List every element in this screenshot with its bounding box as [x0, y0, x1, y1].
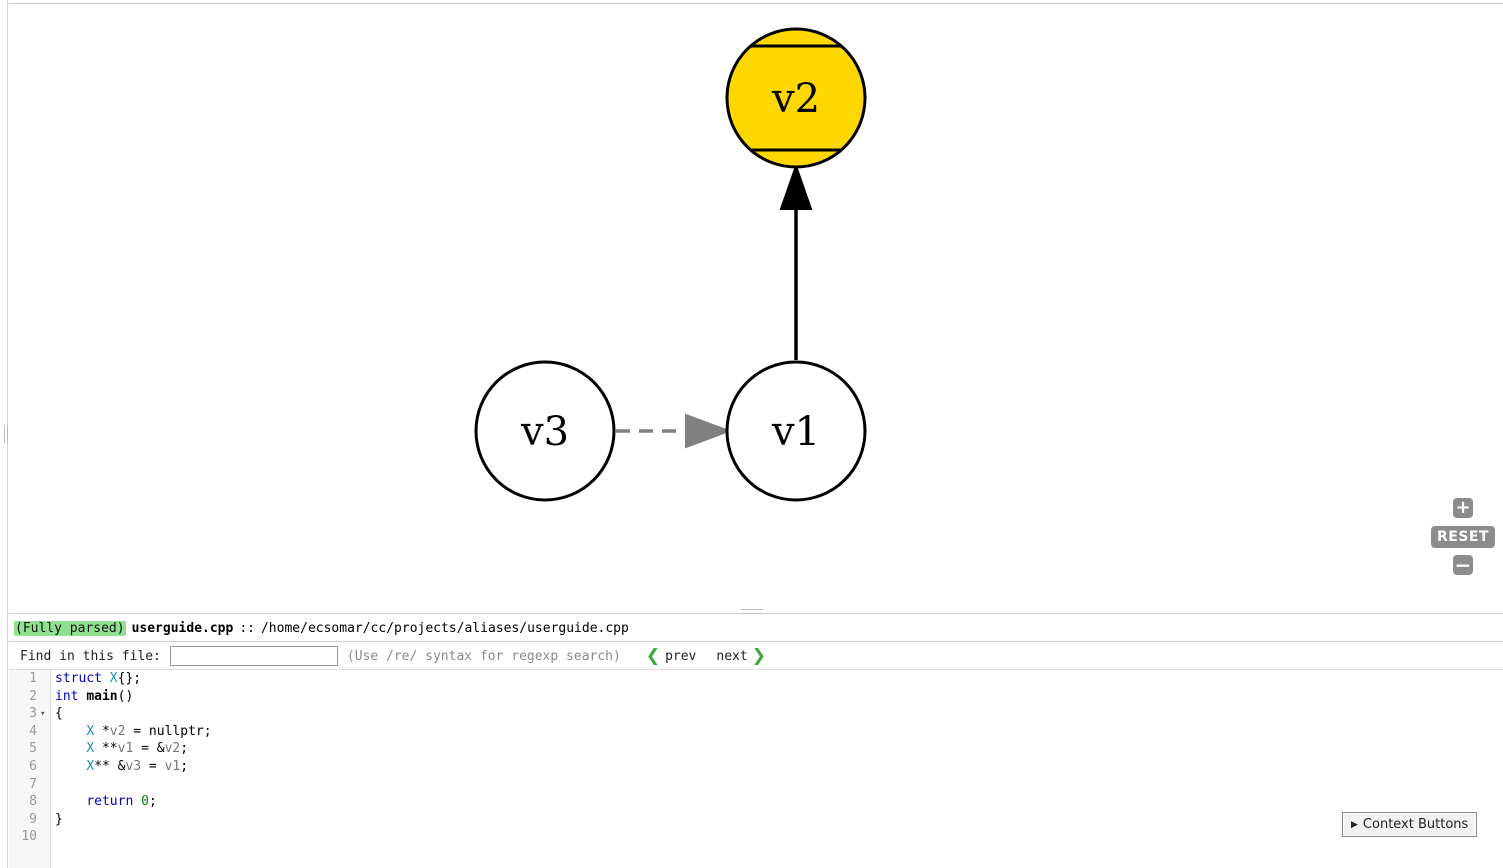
graph-canvas[interactable]: v2 v1 v3	[9, 4, 1503, 614]
code-token: v3	[125, 759, 142, 774]
context-buttons-label: Context Buttons	[1362, 817, 1469, 832]
code-token: v1	[117, 741, 134, 757]
code-token: ;	[148, 794, 157, 810]
code-token	[102, 671, 110, 686]
line-number: 8	[29, 794, 37, 810]
panel-resize-grip[interactable]	[4, 425, 8, 443]
line-number: 3	[29, 706, 37, 722]
pane-splitter[interactable]	[9, 609, 1503, 616]
line-number: 9	[29, 811, 37, 827]
minus-icon: −	[1454, 553, 1472, 577]
next-button[interactable]: next ❯	[716, 646, 766, 666]
code-token	[55, 759, 86, 774]
line-number: 1	[29, 671, 37, 686]
code-token: ;	[180, 741, 189, 757]
code-token: = nullptr;	[125, 723, 212, 739]
line-number: 7	[29, 776, 37, 792]
graph-view[interactable]: v2 v1 v3 + RESET −	[9, 3, 1503, 614]
line-number: 4	[29, 723, 37, 739]
node-v3-label: v3	[520, 409, 569, 455]
prev-button[interactable]: ❮ prev	[646, 646, 697, 666]
code-token	[55, 724, 86, 739]
code-token: = &	[133, 741, 165, 757]
chevron-left-icon: ❮	[645, 646, 661, 666]
context-buttons-toggle[interactable]: ▶ Context Buttons	[1342, 812, 1477, 837]
line-number: 2	[29, 688, 37, 704]
next-label: next	[716, 648, 748, 664]
code-token: main	[86, 688, 118, 704]
code-token: *	[94, 723, 110, 739]
node-v2-label: v2	[771, 76, 820, 122]
code-token: X	[86, 723, 95, 739]
code-token	[55, 794, 86, 809]
edge-v3-to-v1[interactable]	[616, 413, 732, 449]
code-token: ** &	[94, 759, 126, 774]
zoom-out-button[interactable]: −	[1453, 555, 1473, 575]
code-token: struct	[55, 671, 102, 686]
code-token: v2	[109, 723, 126, 739]
code-text: X **v1 = &v2;	[55, 740, 188, 758]
code-token: return	[86, 794, 134, 810]
zoom-reset-button[interactable]: RESET	[1431, 526, 1495, 548]
find-bar: Find in this file: (Use /re/ syntax for …	[9, 643, 1503, 670]
node-v2[interactable]: v2	[709, 27, 889, 169]
code-text: {	[55, 705, 63, 723]
code-token: {};	[117, 671, 142, 686]
line-number: 6	[29, 759, 37, 774]
fold-marker-icon[interactable]: ▾	[40, 709, 46, 720]
code-token: X	[86, 759, 95, 774]
file-name: userguide.cpp	[131, 621, 234, 636]
chevron-right-icon: ❯	[751, 646, 766, 666]
code-text: return 0;	[55, 793, 157, 811]
find-label: Find in this file:	[20, 648, 161, 664]
file-header: (Fully parsed) userguide.cpp :: /home/ec…	[9, 616, 1503, 642]
code-text: }	[55, 811, 63, 829]
code-token: ()	[117, 688, 134, 704]
code-token: 0	[141, 794, 149, 810]
code-text: int main()	[55, 688, 133, 706]
code-token: X	[86, 741, 95, 757]
left-panel-strip	[0, 0, 8, 868]
parse-status-badge: (Fully parsed)	[14, 621, 126, 636]
zoom-in-button[interactable]: +	[1453, 498, 1473, 518]
edge-v1-to-v2[interactable]	[779, 162, 813, 360]
prev-label: prev	[665, 648, 697, 664]
code-text: X *v2 = nullptr;	[55, 723, 212, 741]
code-token	[55, 741, 86, 756]
code-token: X	[109, 671, 118, 686]
code-token: {	[55, 706, 63, 722]
node-v1-label: v1	[771, 409, 820, 455]
triangle-right-icon: ▶	[1351, 819, 1358, 830]
code-token: ;	[180, 759, 189, 774]
line-number: 10	[21, 829, 37, 845]
code-token: =	[141, 759, 165, 774]
code-token: int	[55, 688, 79, 704]
splitter-handle[interactable]	[741, 609, 763, 614]
find-input[interactable]	[169, 646, 338, 666]
path-separator: ::	[239, 621, 255, 636]
code-token: v1	[164, 759, 181, 774]
file-path: /home/ecsomar/cc/projects/aliases/usergu…	[260, 621, 629, 636]
code-token	[133, 794, 141, 809]
code-text: X** &v3 = v1;	[55, 758, 188, 776]
find-hint: (Use /re/ syntax for regexp search)	[346, 648, 621, 664]
code-text: struct X{};	[55, 670, 141, 688]
node-v1[interactable]: v1	[725, 360, 867, 502]
code-token: **	[94, 741, 118, 757]
plus-icon: +	[1455, 497, 1471, 518]
line-number: 5	[29, 741, 37, 757]
line-number-gutter	[9, 670, 51, 868]
code-token: }	[55, 811, 63, 827]
node-v3[interactable]: v3	[474, 360, 616, 502]
code-token: v2	[164, 741, 181, 757]
